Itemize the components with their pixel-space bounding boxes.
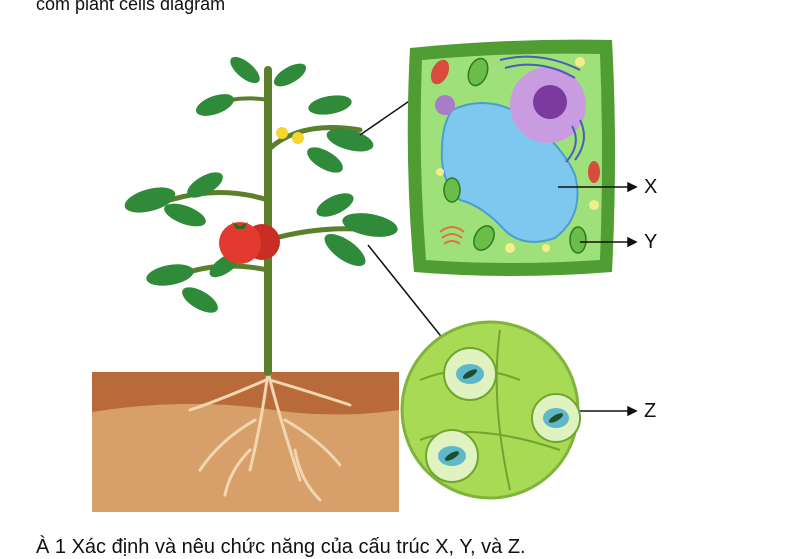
label-x: X — [644, 176, 658, 198]
stoma-2 — [425, 429, 479, 483]
leaves — [124, 56, 398, 313]
stomata-zoom — [400, 320, 581, 500]
flowers — [276, 127, 304, 144]
label-z: Z — [644, 400, 657, 422]
question-text: À 1 Xác định và nêu chức năng của cấu tr… — [36, 536, 526, 558]
top-instruction-text: com plant cells diagram — [36, 0, 226, 14]
roots — [188, 370, 352, 502]
label-y: Y — [644, 231, 658, 253]
plant-cell — [407, 39, 615, 276]
arrows — [558, 181, 638, 417]
stoma-3 — [531, 393, 581, 443]
tomatoes — [219, 222, 280, 264]
stoma-1 — [443, 347, 497, 401]
soil — [92, 372, 399, 512]
